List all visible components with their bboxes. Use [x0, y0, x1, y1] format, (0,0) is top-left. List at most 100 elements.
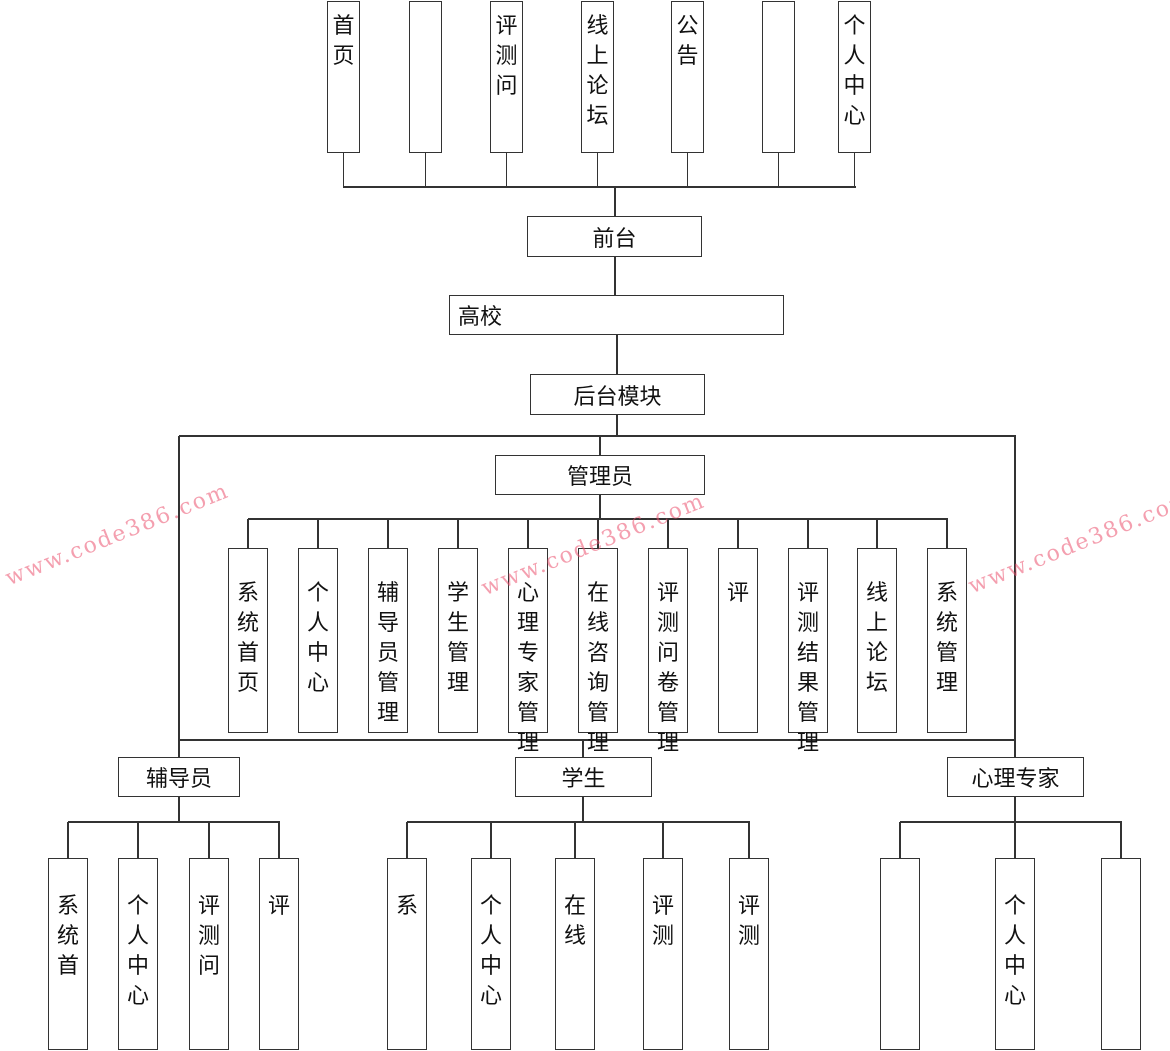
module-label-char: 测: [796, 611, 819, 636]
connector-line: [599, 495, 601, 521]
module-label-char: 管: [796, 701, 819, 726]
connector-line: [614, 257, 616, 297]
module-label-char: 管: [446, 641, 469, 666]
module-label-char: 心: [516, 581, 539, 606]
module-label-char: 在: [563, 894, 586, 919]
connector-line: [247, 519, 249, 550]
connector-line: [599, 436, 601, 457]
module-label-char: 统: [935, 611, 958, 636]
connector-line: [597, 519, 599, 550]
connector-line: [317, 519, 319, 550]
front-module-box: [409, 1, 442, 153]
module-label-char: 人: [1003, 924, 1026, 949]
connector-line: [1014, 797, 1016, 824]
expert-box: 心理专家: [947, 757, 1084, 797]
connector-line: [686, 152, 689, 189]
front-module-box: [762, 1, 795, 153]
counselor-function-box: 评: [259, 858, 299, 1050]
module-label-char: 统: [56, 924, 79, 949]
counselor-function-box: 个人中心: [118, 858, 158, 1050]
watermark-right: www.code386.com: [965, 486, 1170, 600]
admin-function-box: 线上论坛: [857, 548, 897, 733]
admin-function-box: 在线咨询管理: [578, 548, 618, 756]
module-label-char: 问: [656, 641, 679, 666]
module-label-char: 测: [197, 924, 220, 949]
module-label-char: 首: [236, 641, 259, 666]
module-label-char: 系: [395, 894, 418, 919]
admin-function-box: 评: [718, 548, 758, 733]
front-module-box: 首页: [327, 1, 360, 153]
module-label-char: 页: [236, 671, 259, 696]
module-label-char: 论: [586, 74, 609, 99]
module-label-char: 人: [479, 924, 502, 949]
module-label-char: 管: [656, 701, 679, 726]
connector-line: [342, 152, 345, 189]
connector-line: [582, 740, 584, 759]
connector-line: [457, 519, 459, 550]
front-module-box: 线上论坛: [581, 1, 614, 153]
module-label-char: 理: [586, 731, 609, 756]
connector-line: [667, 519, 669, 550]
module-label-char: 理: [516, 731, 539, 756]
admin-function-box: 系统首页: [228, 548, 268, 733]
module-label-char: 页: [332, 44, 355, 69]
student-function-box: 系: [387, 858, 427, 1050]
module-label-char: 个: [1003, 894, 1026, 919]
module-label-char: 系: [935, 581, 958, 606]
module-label-char: 人: [126, 924, 149, 949]
connector-line: [505, 152, 508, 189]
student-function-box: 在线: [555, 858, 595, 1050]
module-label-char: 公: [676, 14, 699, 39]
front-module-box: 个人中心: [838, 1, 871, 153]
student-function-box: 个人中心: [471, 858, 511, 1050]
module-label-char: 评: [267, 894, 290, 919]
module-label-char: 上: [586, 44, 609, 69]
module-label-char: 询: [586, 671, 609, 696]
module-label-char: 评: [796, 581, 819, 606]
module-label-char: 心: [306, 671, 329, 696]
connector-line: [278, 822, 280, 860]
connector-line: [616, 335, 618, 376]
module-label-char: 中: [843, 74, 866, 99]
student-function-box: 评测: [643, 858, 683, 1050]
module-label-char: 学: [446, 581, 469, 606]
module-label-char: 评: [495, 14, 518, 39]
module-label-char: 咨: [586, 641, 609, 666]
connector-line: [1014, 740, 1016, 759]
module-label-char: 生: [446, 611, 469, 636]
module-label-char: 管: [376, 671, 399, 696]
counselor-function-box: 评测问: [189, 858, 229, 1050]
connector-line: [406, 822, 408, 860]
module-label-char: 心: [843, 104, 866, 129]
module-label-char: 测: [656, 611, 679, 636]
module-label-char: 系: [56, 894, 79, 919]
module-label-char: 测: [651, 924, 674, 949]
module-label-char: 管: [586, 701, 609, 726]
connector-line: [208, 822, 210, 860]
module-label-char: 线: [563, 924, 586, 949]
connector-line: [574, 822, 576, 860]
module-label-char: 中: [479, 954, 502, 979]
module-label-char: 上: [865, 611, 888, 636]
module-label-char: 个: [843, 14, 866, 39]
admin-function-box: 学生管理: [438, 548, 478, 733]
module-label-char: 人: [843, 44, 866, 69]
expert-function-box: 个人中心: [995, 858, 1035, 1050]
module-label-char: 心: [1003, 984, 1026, 1009]
module-label-char: 线: [865, 581, 888, 606]
connector-line: [596, 152, 599, 189]
front-module-box: 评测问: [490, 1, 523, 153]
system-title-box: 高校: [449, 295, 784, 335]
admin-function-box: 心理专家管理: [508, 548, 548, 756]
expert-function-box: [880, 858, 920, 1050]
counselor-box: 辅导员: [118, 757, 240, 797]
connector-line: [777, 152, 780, 189]
module-label-char: 理: [656, 731, 679, 756]
module-label-char: 评: [726, 581, 749, 606]
module-label-char: 导: [376, 611, 399, 636]
module-label-char: 心: [479, 984, 502, 1009]
connector-line: [179, 435, 1017, 437]
connector-line: [490, 822, 492, 860]
module-label-char: 果: [796, 671, 819, 696]
